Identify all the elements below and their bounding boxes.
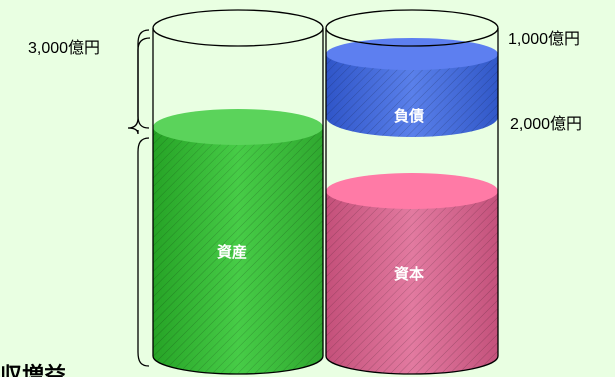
capital-fill — [326, 173, 498, 374]
right-cylinder-outline — [325, 9, 499, 375]
left-cylinder-outline — [152, 9, 324, 375]
left-amount-label: 3,000億円 — [28, 40, 101, 57]
liabilities-fill — [326, 38, 498, 137]
capital-label: 資本 — [394, 265, 425, 283]
right-mid-amount-label: 2,000億円 — [510, 116, 583, 133]
liabilities-label: 負債 — [394, 107, 425, 125]
brace-lower — [137, 137, 150, 367]
brace-upper — [127, 37, 151, 135]
brace-upper-main — [137, 29, 150, 129]
right-top-amount-label: 1,000億円 — [508, 31, 581, 48]
bottom-heading-text: 収増益 — [0, 364, 67, 377]
assets-label: 資産 — [217, 243, 248, 261]
assets-fill — [153, 109, 323, 374]
